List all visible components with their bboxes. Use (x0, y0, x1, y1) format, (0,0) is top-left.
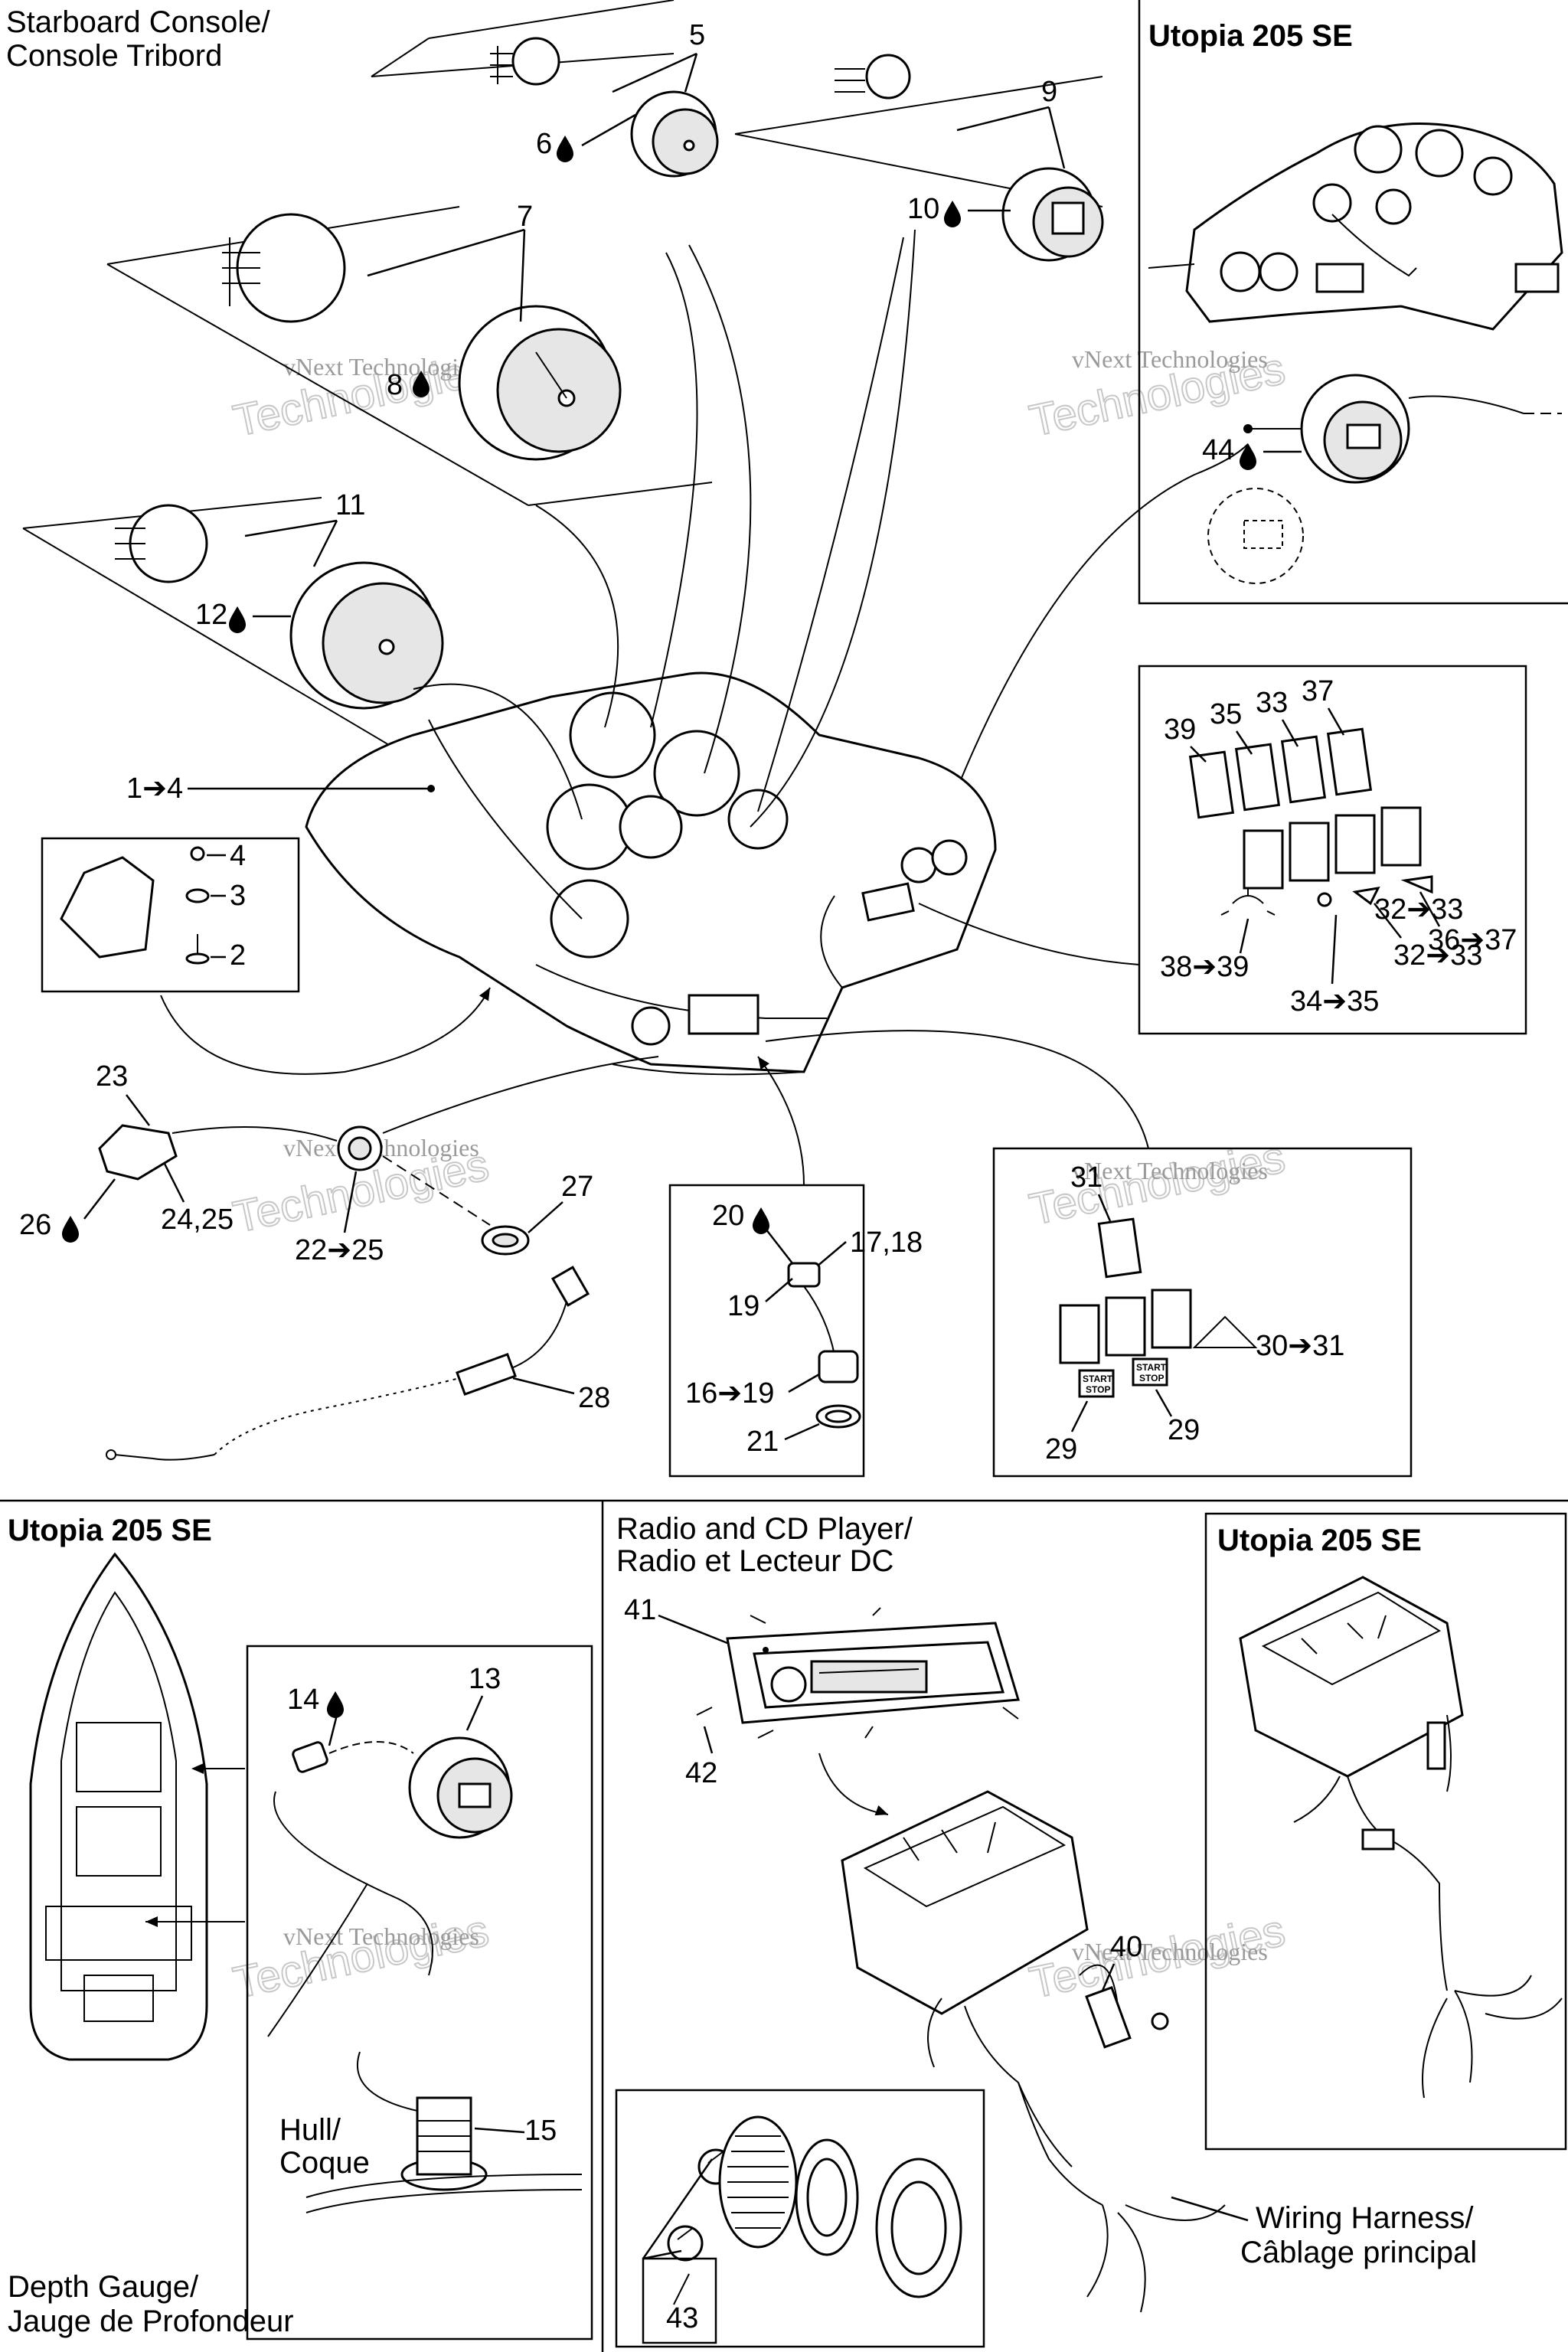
depth-gauge-section: Utopia 205 SE 14 13 Hull/ Coque 15 (8, 1514, 593, 2341)
callout-12: 12 (195, 599, 227, 631)
gauge-7-8: 7 8 (106, 201, 713, 506)
svg-text:44: 44 (1202, 434, 1234, 466)
callout-37: 37 (1302, 675, 1334, 707)
callout-4: 4 (230, 840, 246, 872)
callout-36-37: 36➔37 (1428, 924, 1517, 956)
start-stop-label: START (1136, 1362, 1167, 1373)
radio-subtitle: Radio et Lecteur DC (616, 1544, 893, 1578)
gauge-5-6: 5 6 (371, 0, 719, 178)
utopia-top-title: Utopia 205 SE (1148, 19, 1353, 53)
depth-gauge-title: Depth Gauge/ (8, 2270, 199, 2304)
watermark-large: Technologies (229, 1906, 493, 2008)
callout-17-18: 17,18 (850, 1227, 923, 1259)
watermark-small: vNext Technologies (1072, 1938, 1268, 1965)
callout-7: 7 (517, 201, 533, 233)
callout-31: 31 (1070, 1161, 1102, 1194)
callout-8: 8 (387, 369, 403, 401)
hull-label: Hull/ (279, 2113, 341, 2147)
watermark-small: vNext Technologies (1072, 1157, 1268, 1184)
callout-5: 5 (689, 19, 705, 51)
callout-16-19: 16➔19 (685, 1377, 774, 1410)
callout-29: 29 (1168, 1414, 1200, 1446)
starboard-console-subtitle: Console Tribord (6, 39, 222, 73)
callout-28: 28 (578, 1382, 610, 1414)
callout-33: 33 (1256, 687, 1288, 719)
callout-35: 35 (1210, 698, 1242, 730)
callout-24-25: 24,25 (161, 1204, 234, 1236)
inset-16-21: 20 17,18 19 16➔19 21 (668, 1053, 923, 1478)
callout-29: 29 (1045, 1433, 1077, 1465)
utopia-bottom-right-panel: Utopia 205 SE (1204, 1512, 1567, 2151)
callout-14: 14 (287, 1684, 319, 1716)
callout-19: 19 (727, 1290, 760, 1322)
callout-41: 41 (624, 1594, 656, 1626)
start-stop-label: STOP (1086, 1384, 1110, 1395)
callout-11: 11 (335, 489, 365, 521)
gauge-9-10: 9 10 (734, 54, 1104, 262)
utopia-bottom-right-title: Utopia 205 SE (1217, 1524, 1422, 1557)
callout-32-33: 32➔33 (1374, 893, 1463, 926)
callout-32-33-b: 32➔33 (1393, 939, 1482, 972)
callout-30-31: 30➔31 (1256, 1330, 1344, 1362)
inset-1-4: 1➔4 4 3 2 (41, 773, 495, 1075)
callout-39: 39 (1164, 714, 1196, 746)
watermark-small: vNext Technologies (1072, 345, 1268, 373)
callout-10: 10 (907, 193, 939, 225)
watermark-small: vNext Technologies (283, 1922, 479, 1950)
inset-32-39: 39 35 33 37 32➔33 36➔37 38➔39 34➔35 32➔3… (918, 665, 1527, 1035)
callout-2: 2 (230, 939, 246, 972)
callout-13: 13 (469, 1663, 501, 1695)
callout-26: 26 (19, 1209, 51, 1241)
callout-38-39: 38➔39 (1160, 951, 1249, 983)
wiring-harness-subtitle: Câblage principal (1240, 2236, 1477, 2269)
callout-42: 42 (685, 1757, 717, 1789)
utopia-top-panel: Utopia 205 SE 44 (918, 0, 1568, 893)
callout-43: 43 (666, 2302, 698, 2334)
wiring-harness-title: Wiring Harness/ (1256, 2201, 1474, 2235)
callout-3: 3 (230, 880, 246, 912)
callout-21: 21 (746, 1426, 779, 1458)
callout-15: 15 (524, 2115, 557, 2147)
inset-29-31: 31 30➔31 START STOP START STOP 29 29 (765, 1030, 1413, 1478)
start-stop-label: STOP (1139, 1373, 1164, 1383)
radio-title: Radio and CD Player/ (616, 1512, 913, 1546)
main-console (305, 671, 997, 1076)
watermark-small: vNext Technologies (283, 353, 479, 381)
utopia-bottom-left-title: Utopia 205 SE (8, 1514, 212, 1547)
callout-23: 23 (96, 1060, 128, 1093)
callout-34-35: 34➔35 (1290, 985, 1379, 1018)
callout-20: 20 (712, 1200, 744, 1232)
gauge-11-12: 11 12 (22, 489, 552, 751)
callout-6: 6 (536, 128, 552, 160)
callout-27: 27 (561, 1171, 593, 1203)
callout-1-4: 1➔4 (126, 773, 183, 805)
hull-label-fr: Coque (279, 2146, 370, 2180)
starboard-console-title: Starboard Console/ (6, 5, 271, 39)
start-stop-label: START (1083, 1374, 1113, 1384)
callout-9: 9 (1041, 76, 1057, 108)
radio-section: Radio and CD Player/ Radio et Lecteur DC… (615, 1512, 1477, 2348)
callout-22-25: 22➔25 (295, 1234, 384, 1266)
callout-40: 40 (1110, 1931, 1142, 1963)
callout-44: 44 (1202, 434, 1302, 470)
depth-gauge-subtitle: Jauge de Profondeur (8, 2305, 294, 2338)
lanyard-assembly: 23 26 24,25 22➔25 27 28 (19, 1056, 659, 1461)
